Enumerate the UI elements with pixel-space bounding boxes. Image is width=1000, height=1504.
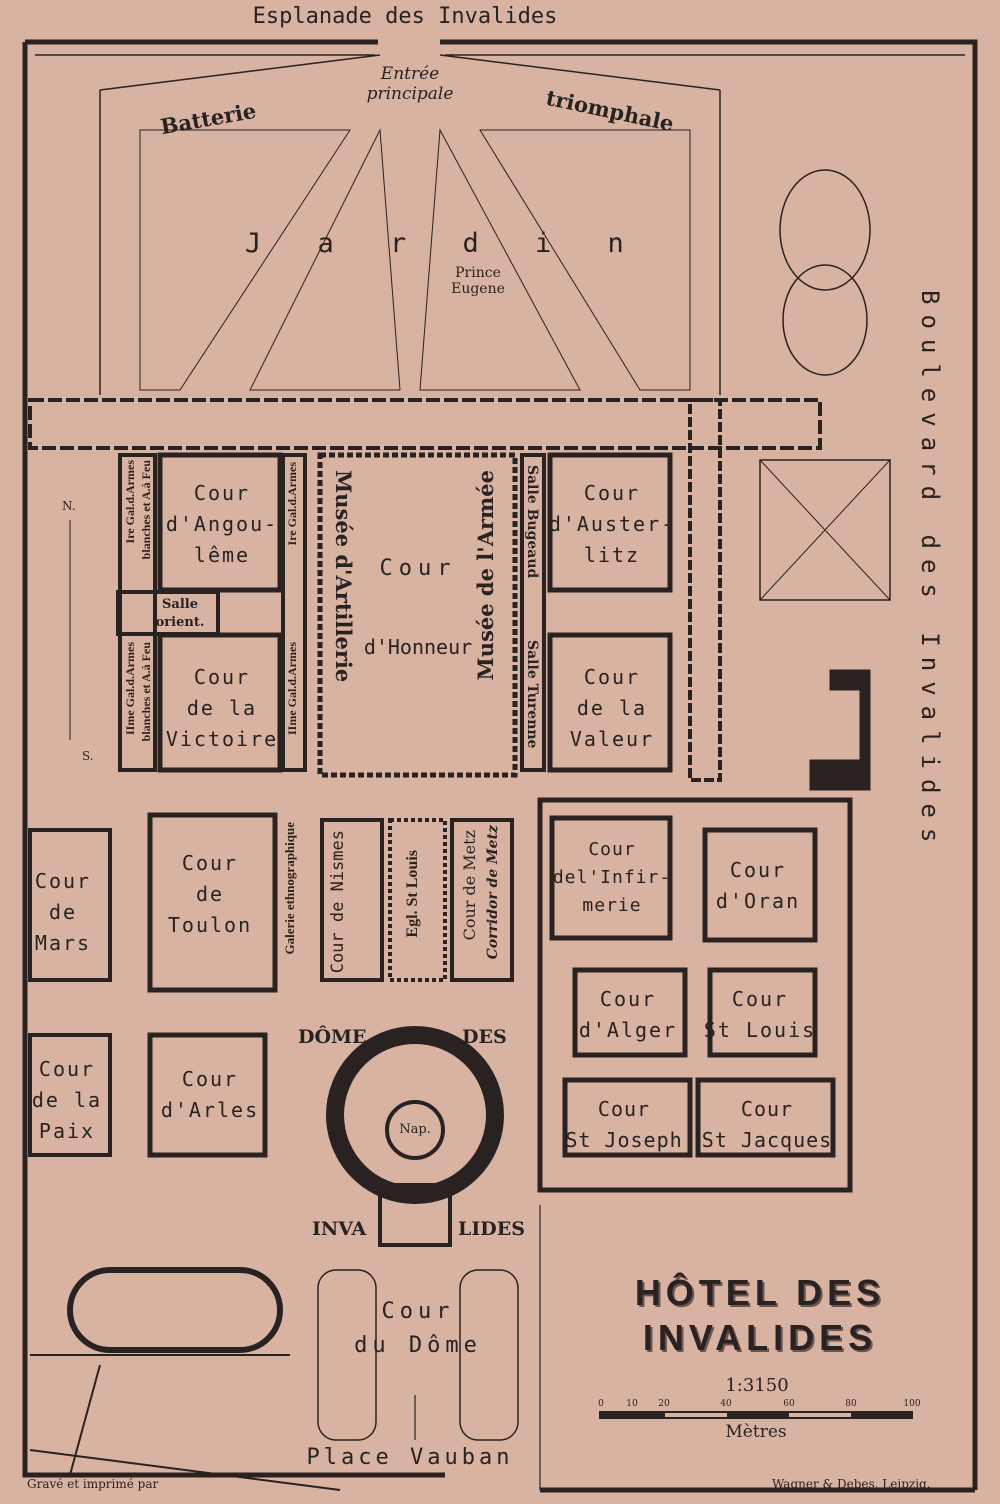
label-cour-toulon: Cour de Toulon <box>167 851 253 937</box>
label-musee-artillerie: Musée d'Artillerie <box>331 470 356 683</box>
label-orient: orient. <box>155 615 205 630</box>
label-cour-st-joseph: Cour St Joseph <box>565 1097 683 1152</box>
label-cour-metz: Cour de Metz <box>460 830 479 941</box>
label-cour-arles: Cour d'Arles <box>160 1067 260 1122</box>
label-prince: Prince <box>455 265 501 281</box>
label-cour-dome: Cour du Dôme <box>354 1299 482 1359</box>
label-eugene: Eugene <box>451 281 505 297</box>
credit-right: Wagner & Debes, Leipzig. <box>772 1477 931 1491</box>
label-cour-mars: Cour de Mars <box>34 869 92 955</box>
label-jardin: J a r d i n <box>245 228 644 259</box>
scale-tick-80: 80 <box>845 1399 857 1409</box>
label-cour-paix: Cour de la Paix <box>31 1057 103 1143</box>
label-galerie-ethno: Galerie ethnographique <box>282 822 297 955</box>
label-gal-2: Ire Gal.d.Armes <box>285 462 299 546</box>
street-label-right: Boulevard des Invalides <box>916 290 944 853</box>
scale-tick-40: 40 <box>720 1399 732 1409</box>
label-gal-1: Ire Gal.d.Armes <box>123 460 137 544</box>
street-label-bottom: Place Vauban <box>306 1445 514 1470</box>
credit-left: Gravé et imprimé par <box>27 1477 159 1491</box>
label-cour-infirmerie: Cour del'Infir- merie <box>552 839 672 916</box>
label-cour-st-jacques: Cour St Jacques <box>701 1097 833 1152</box>
label-cour-nismes: Cour de Nismes <box>328 830 348 974</box>
label-inva: INVA <box>312 1218 367 1240</box>
label-cour-austerlitz: Cour d'Auster- litz <box>548 481 676 567</box>
label-salle: Salle <box>162 597 198 612</box>
label-cour-angouleme: Cour d'Angou- lême <box>165 481 279 567</box>
label-gal-1b: blanches et A.à Feu <box>139 460 153 560</box>
street-label-top: Esplanade des Invalides <box>252 4 558 29</box>
label-cour-oran: Cour d'Oran <box>715 858 801 913</box>
label-salle-turenne: Salle Turenne <box>524 640 540 749</box>
scale-tick-20: 20 <box>658 1399 670 1409</box>
scale-tick-0: 0 <box>598 1399 604 1409</box>
label-corridor-metz: Corridor de Metz <box>485 825 501 960</box>
compass-south: S. <box>82 749 94 763</box>
scale-tick-60: 60 <box>783 1399 795 1409</box>
label-salle-bugeaud: Salle Bugeaud <box>524 465 540 579</box>
label-egl-st-louis: Egl. St Louis <box>404 850 421 938</box>
label-cour-honneur-2: d'Honneur <box>363 635 473 659</box>
scale-tick-10: 10 <box>626 1399 638 1409</box>
label-napoleon-tomb: Nap. <box>399 1122 431 1137</box>
label-gal-4: IIme Gal.d.Armes <box>285 642 299 735</box>
label-principale: principale <box>366 84 454 104</box>
label-musee-armee: Musée de l'Armée <box>473 470 498 681</box>
label-cour-st-louis: Cour St Louis <box>703 987 817 1042</box>
label-cour-honneur-1: Cour <box>379 556 457 581</box>
scale-bar <box>599 1411 913 1419</box>
scale-ratio: 1:3150 <box>725 1375 789 1396</box>
scale-unit: Mètres <box>725 1422 787 1442</box>
label-cour-victoire: Cour de la Victoire <box>165 665 279 751</box>
label-cour-valeur: Cour de la Valeur <box>569 665 655 751</box>
compass-north: N. <box>62 499 76 513</box>
label-entree: Entrée <box>380 64 440 84</box>
label-gal-3: IIme Gal.d.Armes <box>123 642 137 735</box>
label-des: DES <box>462 1026 507 1048</box>
label-gal-3b: blanches et A.à Feu <box>139 642 153 742</box>
label-lides: LIDES <box>458 1218 525 1240</box>
label-cour-alger: Cour d'Alger <box>578 987 678 1042</box>
label-dome: DÔME <box>298 1026 367 1048</box>
map-title-line1: HÔTEL DES <box>634 1272 886 1313</box>
scale-tick-100: 100 <box>903 1399 921 1409</box>
map-title-line2: INVALIDES <box>642 1317 878 1358</box>
